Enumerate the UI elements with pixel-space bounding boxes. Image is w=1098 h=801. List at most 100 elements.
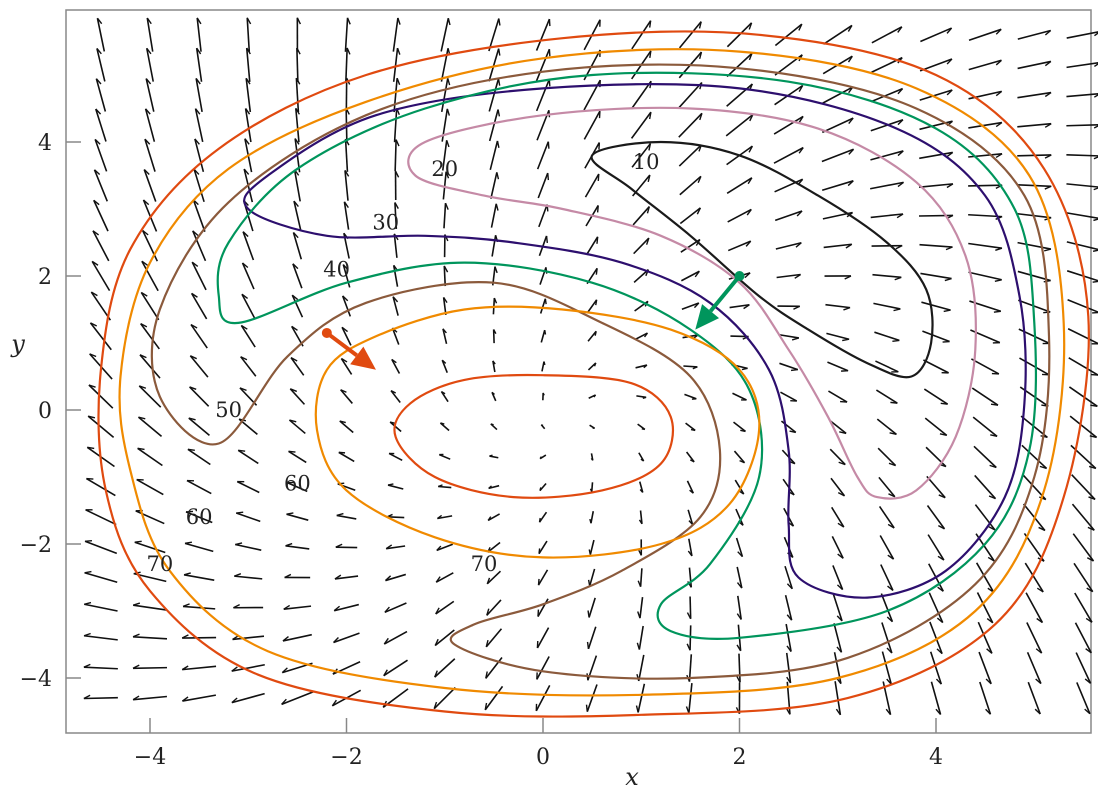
quiver-arrow xyxy=(535,18,551,51)
quiver-arrow xyxy=(385,544,406,550)
quiver-arrow xyxy=(725,114,754,137)
quiver-shaft xyxy=(392,47,399,82)
quiver-arrow xyxy=(137,416,163,437)
quiver-arrow xyxy=(144,138,156,172)
quiver-shaft xyxy=(968,242,1003,249)
quiver-head xyxy=(547,173,550,181)
quiver-head xyxy=(988,526,996,531)
quiver-arrow xyxy=(920,272,952,282)
quiver-shaft xyxy=(686,480,695,494)
quiver-head xyxy=(95,108,102,115)
quiver-head xyxy=(1093,187,1098,191)
quiver-head xyxy=(989,464,997,469)
quiver-head xyxy=(1044,91,1052,98)
quiver-head xyxy=(290,357,298,362)
quiver-arrow xyxy=(1066,183,1098,191)
quiver-head xyxy=(1089,435,1097,439)
quiver-arrow xyxy=(536,627,550,649)
quiver-head xyxy=(993,310,1001,313)
quiver-head xyxy=(196,17,202,25)
quiver-arrow xyxy=(1066,154,1098,160)
quiver-head xyxy=(539,487,542,491)
quiver-head xyxy=(649,20,652,28)
quiver-shaft xyxy=(244,108,252,143)
quiver-head xyxy=(188,417,196,421)
quiver-head xyxy=(96,47,102,55)
quiver-shaft xyxy=(920,272,952,280)
quiver-head xyxy=(143,169,150,175)
quiver-head xyxy=(935,708,942,715)
quiver-shaft xyxy=(929,651,943,685)
quiver-shaft xyxy=(242,231,255,261)
contour-label: 70 xyxy=(471,552,498,576)
quiver-head xyxy=(445,171,450,179)
quiver-shaft xyxy=(734,479,745,495)
quiver-head xyxy=(1090,373,1098,376)
quiver-shaft xyxy=(539,298,547,314)
quiver-shaft xyxy=(283,605,312,610)
quiver-head xyxy=(595,268,598,275)
quiver-shaft xyxy=(140,323,160,350)
quiver-head xyxy=(848,148,855,155)
quiver-arrow xyxy=(1024,562,1044,593)
quiver-shaft xyxy=(877,447,897,467)
quiver-arrow xyxy=(978,651,992,685)
quiver-head xyxy=(389,421,396,424)
quiver-head xyxy=(946,58,953,65)
quiver-head xyxy=(995,153,1003,159)
quiver-shaft xyxy=(678,144,702,167)
quiver-shaft xyxy=(685,451,695,463)
quiver-head xyxy=(1086,557,1094,562)
quiver-shaft xyxy=(246,17,251,52)
quiver-arrow xyxy=(537,172,550,199)
quiver-head xyxy=(395,139,400,147)
quiver-head xyxy=(335,543,343,548)
quiver-head xyxy=(341,357,348,363)
quiver-head xyxy=(692,366,698,370)
quiver-arrow xyxy=(929,651,943,685)
quiver-head xyxy=(590,457,594,461)
quiver-shaft xyxy=(736,566,743,589)
quiver-head xyxy=(990,434,998,438)
quiver-shaft xyxy=(587,362,597,371)
quiver-shaft xyxy=(1027,681,1041,715)
quiver-shaft xyxy=(775,241,802,250)
quiver-arrow xyxy=(919,58,953,72)
quiver-arrow xyxy=(342,264,351,288)
quiver-head xyxy=(1084,678,1092,684)
quiver-arrow xyxy=(334,574,359,580)
quiver-head xyxy=(786,645,792,652)
quiver-shaft xyxy=(688,538,693,557)
quiver-arrow xyxy=(635,364,648,369)
quiver-arrow xyxy=(343,201,350,230)
quiver-shaft xyxy=(394,139,397,172)
quiver-head xyxy=(1092,249,1098,253)
quiver-arrow xyxy=(286,512,309,521)
quiver-arrow xyxy=(537,569,549,586)
quiver-shaft xyxy=(880,593,894,623)
quiver-shaft xyxy=(537,569,549,586)
quiver-head xyxy=(1093,94,1098,98)
quiver-shaft xyxy=(88,384,114,409)
quiver-shaft xyxy=(926,475,946,499)
quiver-arrow xyxy=(487,513,500,522)
quiver-arrow xyxy=(589,424,596,429)
quiver-head xyxy=(396,77,401,85)
quiver-shaft xyxy=(94,139,108,172)
quiver-shaft xyxy=(190,292,208,320)
quiver-arrow xyxy=(442,171,450,200)
quiver-arrow xyxy=(729,303,750,310)
quiver-shaft xyxy=(971,387,999,406)
quiver-head xyxy=(1038,526,1046,532)
quiver-shaft xyxy=(96,48,106,82)
quiver-arrow xyxy=(536,141,550,170)
quiver-head xyxy=(685,706,690,714)
quiver-shaft xyxy=(441,140,448,171)
quiver-arrow xyxy=(832,594,843,622)
quiver-shaft xyxy=(925,446,947,468)
quiver-head xyxy=(696,207,702,215)
quiver-arrow xyxy=(821,180,854,192)
quiver-head xyxy=(86,477,94,480)
quiver-shaft xyxy=(435,572,454,583)
quiver-arrow xyxy=(589,511,595,524)
